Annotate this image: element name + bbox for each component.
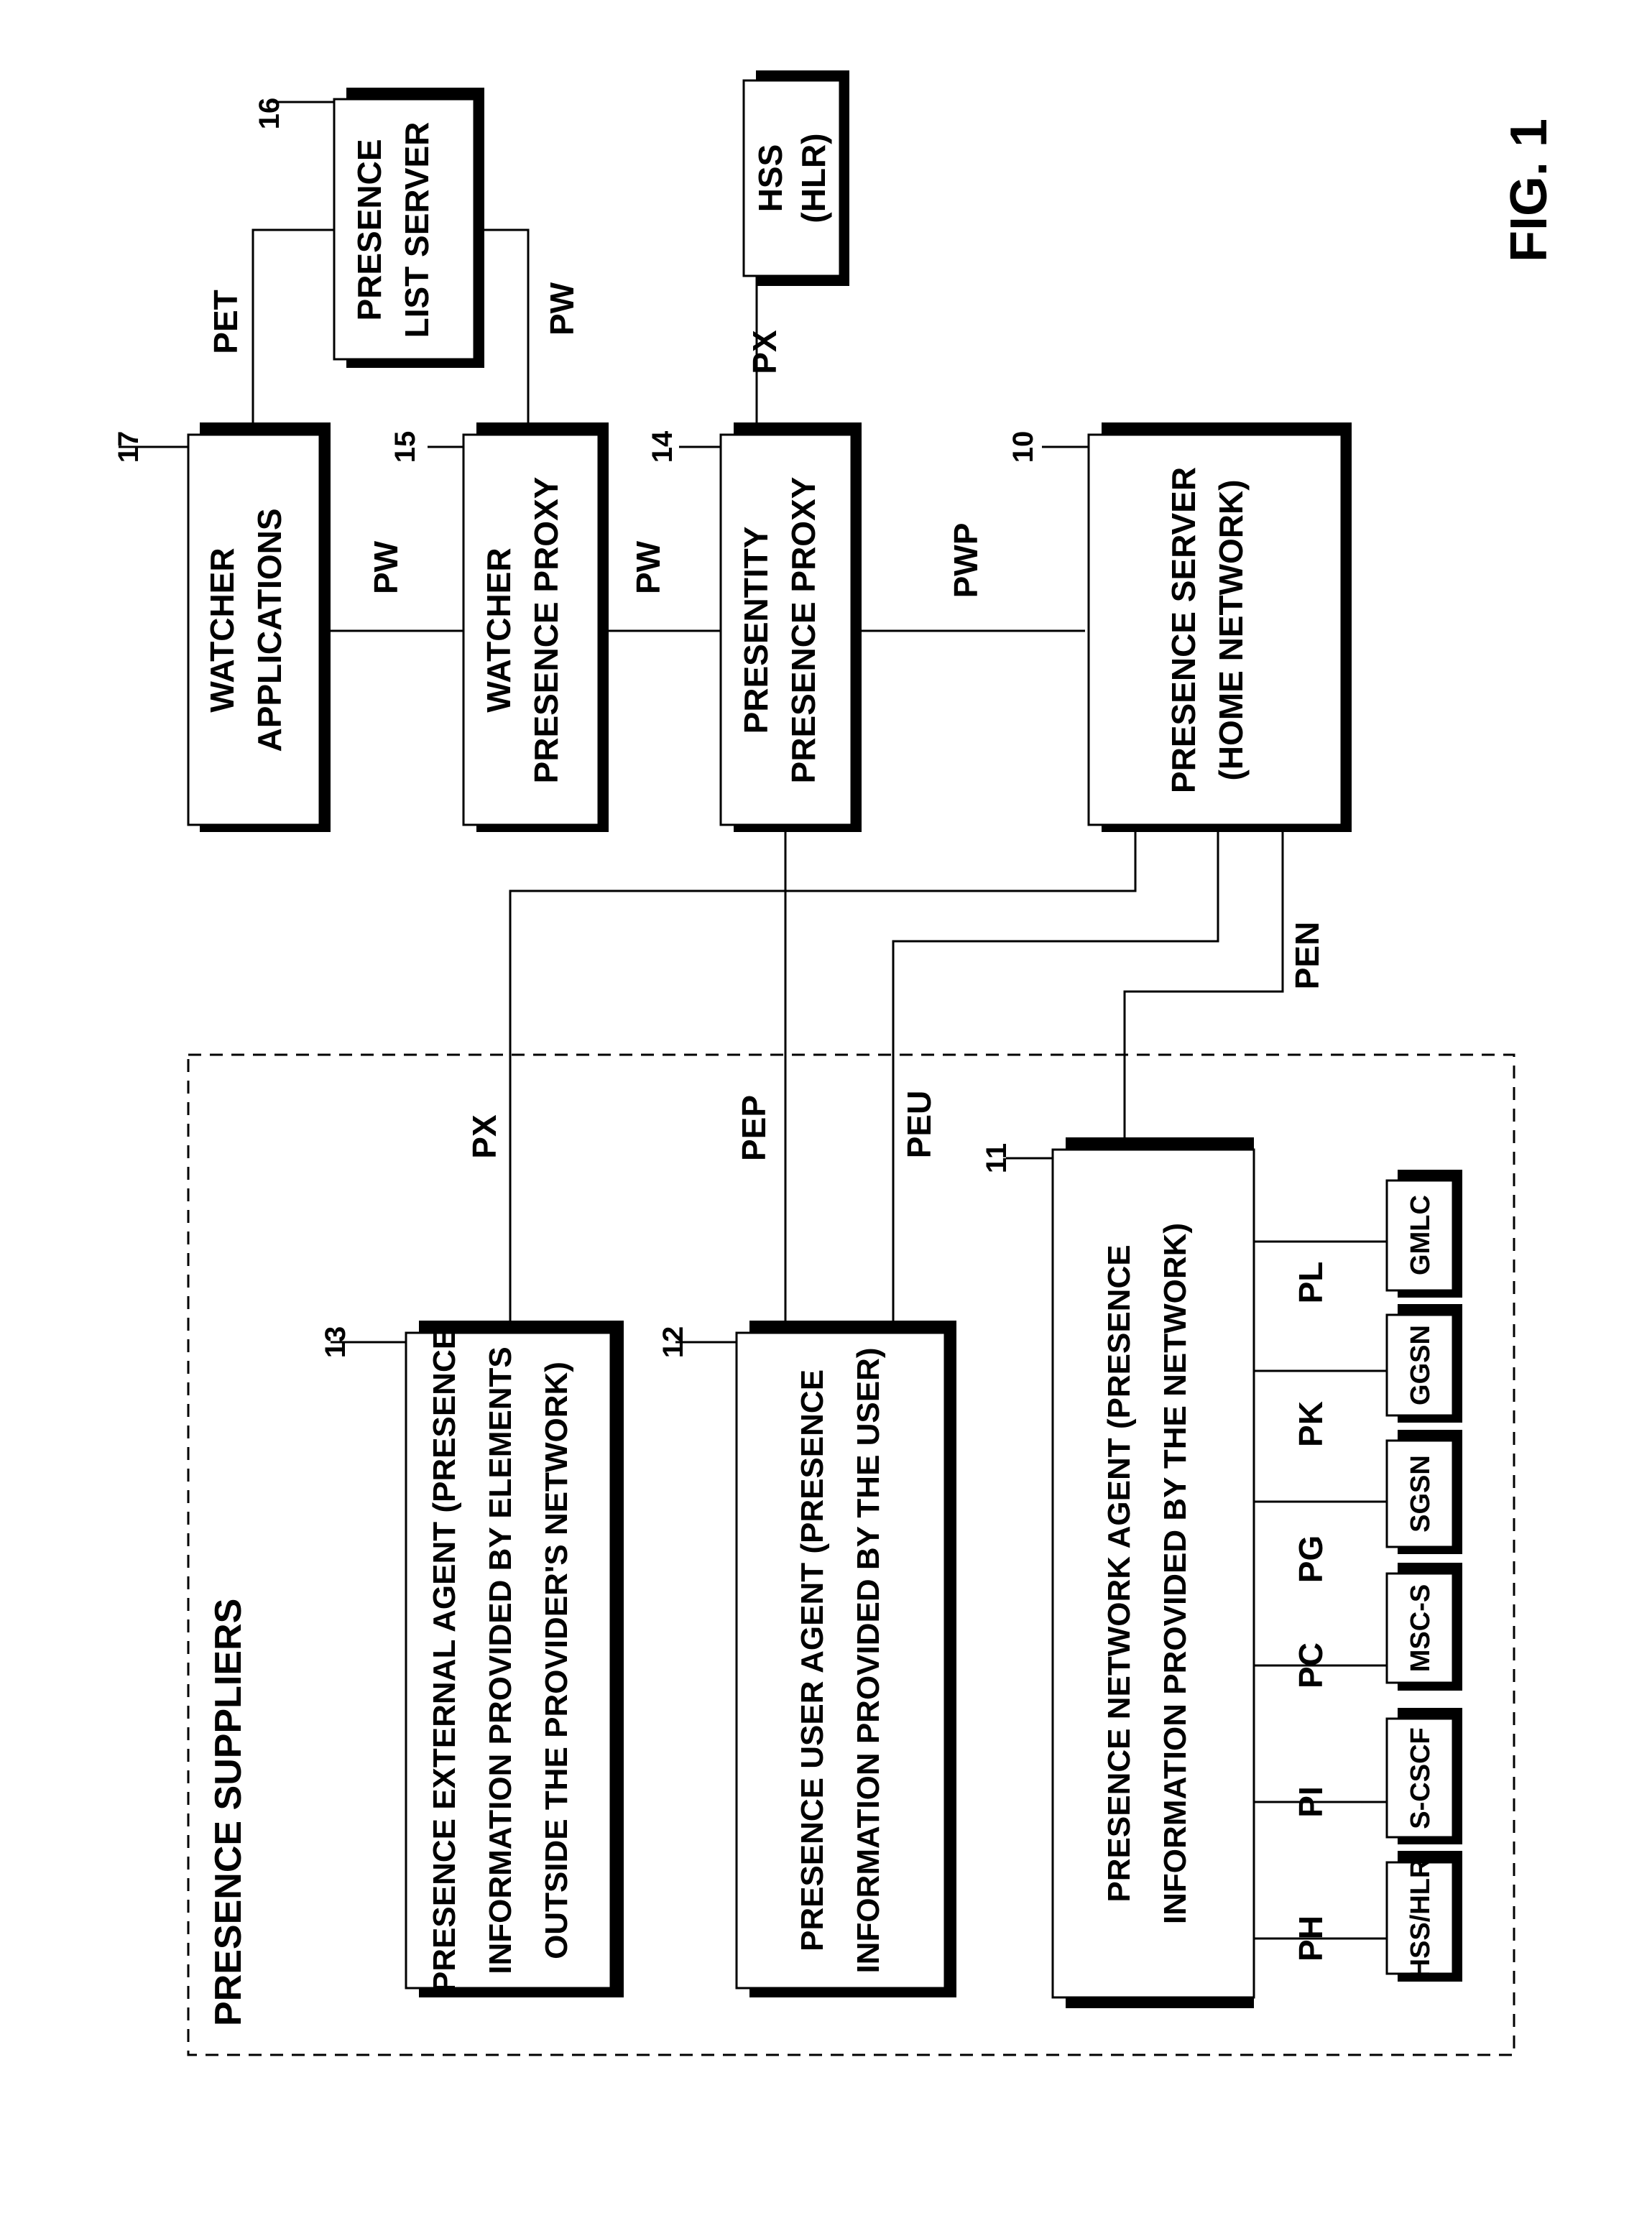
interface-label-pg: PG	[1292, 1535, 1329, 1583]
presence-server-line2: (HOME NETWORK)	[1212, 479, 1250, 780]
interface-label-px-hss: PX	[746, 330, 783, 374]
hss-line1: HSS	[752, 144, 789, 213]
presentity-presence-proxy-box: PRESENTITY PRESENCE PROXY	[721, 422, 862, 832]
interface-label-pw-apps: PW	[367, 540, 405, 594]
element-s-cscf: S-CSCF	[1387, 1708, 1462, 1844]
external-agent-line2: INFORMATION PROVIDED BY ELEMENTS	[483, 1346, 518, 1974]
watcher-presence-proxy-box: WATCHER PRESENCE PROXY	[463, 422, 609, 832]
presence-server-box: PRESENCE SERVER (HOME NETWORK)	[1089, 422, 1352, 832]
figure-label: FIG. 1	[1500, 119, 1558, 262]
interface-label-pw-proxy: PW	[629, 540, 667, 594]
link-pen	[1125, 826, 1283, 1150]
watcher-applications-line2: APPLICATIONS	[251, 508, 288, 752]
interface-label-pw-list: PW	[543, 282, 581, 336]
element-gmlc: GMLC	[1387, 1170, 1462, 1298]
interface-label-pl: PL	[1292, 1262, 1329, 1304]
presentity-presence-proxy-line1: PRESENTITY	[737, 527, 775, 734]
interface-label-pwp: PWP	[947, 523, 984, 599]
interface-label-px-external: PX	[466, 1114, 503, 1159]
presence-list-server-line1: PRESENCE	[351, 139, 388, 320]
user-agent-line2: INFORMATION PROVIDED BY THE USER)	[851, 1347, 886, 1973]
link-px-external	[510, 826, 1135, 1333]
ref-13: 13	[320, 1326, 351, 1359]
presentity-presence-proxy-line2: PRESENCE PROXY	[785, 477, 822, 784]
interface-label-ph: PH	[1292, 1916, 1329, 1961]
interface-label-peu: PEU	[900, 1091, 938, 1159]
hss-hlr-box: HSS (HLR)	[744, 70, 849, 286]
watcher-applications-box: WATCHER APPLICATIONS	[188, 422, 331, 832]
interface-label-pk: PK	[1292, 1401, 1329, 1447]
interface-label-pet: PET	[207, 290, 244, 354]
element-hss-hlr: HSS/HLR	[1387, 1851, 1462, 1982]
element-label-gmlc: GMLC	[1406, 1195, 1436, 1275]
ref-10: 10	[1007, 431, 1039, 463]
hss-line2: (HLR)	[795, 133, 832, 223]
watcher-applications-line1: WATCHER	[203, 547, 241, 712]
ref-14: 14	[647, 430, 678, 463]
interface-label-pc: PC	[1292, 1642, 1329, 1688]
ref-11: 11	[981, 1143, 1012, 1173]
element-msc-s: MSC-S	[1387, 1563, 1462, 1691]
network-agent-line2: INFORMATION PROVIDED BY THE NETWORK)	[1158, 1223, 1193, 1924]
ref-15: 15	[389, 431, 421, 463]
presence-list-server-line2: LIST SERVER	[398, 122, 435, 338]
presence-server-line1: PRESENCE SERVER	[1165, 467, 1202, 793]
presence-list-server-box: PRESENCE LIST SERVER	[334, 88, 484, 368]
external-agent-line1: PRESENCE EXTERNAL AGENT (PRESENCE	[427, 1329, 462, 1992]
interface-label-pi: PI	[1292, 1786, 1329, 1817]
element-sgsn: SGSN	[1387, 1430, 1462, 1554]
presence-external-agent-box: PRESENCE EXTERNAL AGENT (PRESENCE INFORM…	[406, 1321, 624, 1997]
external-agent-line3: OUTSIDE THE PROVIDER'S NETWORK)	[539, 1362, 574, 1959]
presence-network-agent-box: PRESENCE NETWORK AGENT (PRESENCE INFORMA…	[1053, 1137, 1254, 2008]
element-label-ggsn: GGSN	[1406, 1325, 1436, 1405]
element-label-sgsn: SGSN	[1406, 1455, 1436, 1533]
element-bus	[1254, 1242, 1390, 1990]
group-title: PRESENCE SUPPLIERS	[208, 1599, 249, 2026]
element-label-msc-s: MSC-S	[1406, 1584, 1436, 1672]
element-interface-labels: PH PI PC PG PK PL	[1292, 1262, 1329, 1961]
watcher-presence-proxy-line2: PRESENCE PROXY	[527, 477, 565, 784]
element-label-hss-hlr: HSS/HLR	[1406, 1859, 1436, 1979]
interface-label-pen: PEN	[1288, 922, 1326, 990]
interface-label-pep: PEP	[735, 1095, 772, 1161]
user-agent-line1: PRESENCE USER AGENT (PRESENCE	[795, 1369, 830, 1951]
ref-12: 12	[657, 1326, 689, 1359]
element-ggsn: GGSN	[1387, 1304, 1462, 1423]
presence-user-agent-box: PRESENCE USER AGENT (PRESENCE INFORMATIO…	[737, 1321, 956, 1997]
element-label-s-cscf: S-CSCF	[1406, 1727, 1436, 1829]
network-agent-line1: PRESENCE NETWORK AGENT (PRESENCE	[1102, 1244, 1137, 1902]
ref-16: 16	[254, 98, 285, 130]
link-pet	[253, 230, 334, 424]
network-elements: HSS/HLR S-CSCF MSC-S SGSN GGSN GMLC	[1387, 1170, 1462, 1982]
ref-17: 17	[113, 431, 144, 463]
watcher-presence-proxy-line1: WATCHER	[480, 547, 517, 712]
